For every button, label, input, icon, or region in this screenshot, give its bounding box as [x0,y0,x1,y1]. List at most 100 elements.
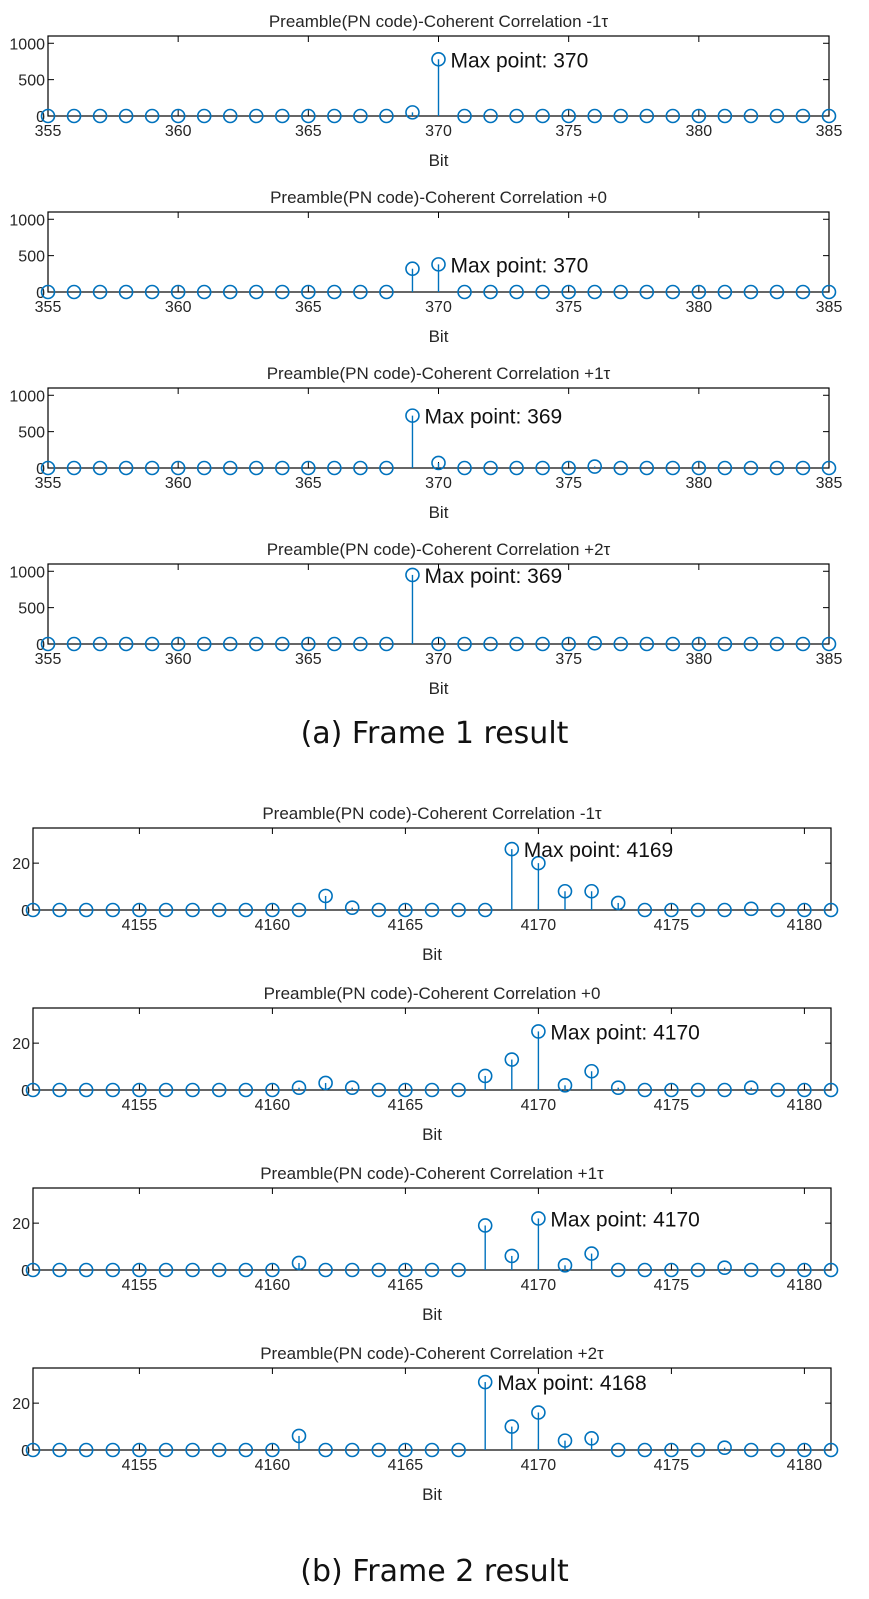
chart-8-stem-marker [238,1442,254,1458]
chart-3-y-tick-label: 1000 [9,388,45,405]
chart-8-x-label: Bit [422,1485,442,1504]
chart-1-x-tick-label: 360 [165,123,192,140]
chart-2-stem-marker [327,284,342,300]
chart-6-x-tick-label: 4160 [255,1097,291,1114]
chart-8-stem-marker [823,1442,839,1458]
chart-5-stem-marker [531,855,546,871]
chart-1-title: Preamble(PN code)-Coherent Correlation -… [269,12,609,31]
chart-8-stem-marker [318,1442,333,1458]
chart-4-x-tick-label: 365 [295,651,322,668]
chart-2-stem-marker [795,284,811,300]
chart-2-x-tick-label: 355 [35,299,62,316]
chart-7-stem-marker [371,1262,387,1278]
chart-7-x-label: Bit [422,1305,442,1324]
chart-2-stem-marker [170,284,186,300]
chart-5-stem-marker [238,902,254,918]
chart-2-stem-marker [66,284,82,300]
chart-6-stem-marker [637,1082,653,1098]
chart-6-stem-marker [664,1082,679,1098]
chart-6-stem-marker [477,1068,493,1084]
chart-8-stem-marker [25,1442,41,1458]
chart-7-stem-marker [690,1262,706,1278]
chart-8-stem-marker [52,1442,67,1458]
chart-6-stem-marker [105,1082,121,1098]
chart-3-stem-marker [353,460,368,476]
chart-7-stem-marker [265,1262,280,1278]
chart-1-stem-marker [92,108,108,124]
chart-4-stem-marker [405,567,420,583]
chart-7-stem-marker [610,1262,626,1278]
chart-4-stem-marker [769,636,785,652]
chart-4-stem-marker [431,636,446,652]
chart-7-stem-marker [504,1248,520,1264]
chart-8-axes-box [32,1367,832,1451]
chart-1-stem-marker [248,108,264,124]
chart-5-stem-marker [318,888,333,904]
chart-3-x-tick-label: 360 [165,475,192,492]
chart-1-stem-marker [353,108,368,124]
chart-1-stem-marker [405,105,420,120]
chart-5-stem-marker [557,883,573,899]
chart-3-stem-marker [248,460,264,476]
chart-4-stem-marker [170,636,186,652]
chart-7-stem-marker [52,1262,67,1278]
chart-5-stem-marker [344,900,360,915]
chart-8-max-point-label: Max point: 4168 [497,1372,646,1395]
chart-6-max-point-label: Max point: 4170 [550,1021,699,1044]
chart-6-stem-marker [371,1082,387,1098]
chart-6-stem-marker [132,1082,147,1098]
chart-2-stem-marker [40,284,56,300]
chart-8-stem-marker [610,1442,626,1458]
chart-7-stem-marker [531,1211,546,1226]
chart-2-stem-marker [821,284,837,300]
chart-8-stem-marker [637,1442,653,1458]
chart-4-stem-marker [144,636,160,652]
chart-4-stem-marker [66,636,82,652]
chart-8-title: Preamble(PN code)-Coherent Correlation +… [260,1344,604,1363]
chart-3-stem-marker [301,460,316,476]
chart-5-stem-marker [371,902,387,918]
chart-1-x-tick-label: 385 [816,123,843,140]
chart-3-stem-marker [457,460,472,476]
chart-3-stem-marker [717,460,733,476]
chart-4-x-label: Bit [429,679,449,698]
chart-8-x-tick-label: 4170 [521,1457,557,1474]
chart-2-stem-marker [301,284,316,300]
chart-4-stem-marker [509,636,524,652]
chart-7-stem-marker [557,1258,573,1273]
chart-3-stem-marker [118,460,134,476]
chart-3-stem-marker [483,460,498,476]
chart-3-stem-marker [196,460,212,476]
chart-6-stem-marker [797,1082,812,1098]
chart-7-x-tick-label: 4175 [654,1277,690,1294]
chart-1-stem-marker [118,108,134,124]
chart-2-stem-marker [587,284,603,300]
chart-1-x-tick-label: 355 [35,123,62,140]
chart-5-stem-marker [797,902,812,918]
chart-4-x-tick-label: 380 [685,651,712,668]
chart-3-stem-marker [691,460,707,476]
chart-7-stem-marker [158,1262,174,1278]
chart-1-stem-marker [561,108,576,124]
chart-2-max-point-label: Max point: 370 [451,254,589,277]
chart-7-stem-marker [398,1262,413,1278]
chart-1-stem-marker [144,108,160,124]
chart-1-stem-marker [483,108,498,124]
chart-2-stem-marker [639,284,655,300]
chart-4-x-tick-label: 355 [35,651,62,668]
chart-2-x-tick-label: 385 [816,299,843,316]
chart-2-y-tick-label: 0 [36,285,45,302]
chart-5-x-label: Bit [422,945,442,964]
chart-2-stem-marker [509,284,524,300]
chart-1-y-tick-label: 0 [36,109,45,126]
chart-6-stem-marker [690,1082,706,1098]
chart-7-title: Preamble(PN code)-Coherent Correlation +… [260,1164,604,1183]
chart-5-stem-marker [504,841,520,857]
chart-6-stem-marker [717,1082,732,1098]
chart-3-stem-marker [431,455,446,471]
chart-4-x-tick-label: 385 [816,651,843,668]
chart-6-stem-marker [344,1080,360,1095]
chart-5-stem-marker [211,902,227,918]
chart-6-x-tick-label: 4165 [388,1097,424,1114]
chart-5-stem-marker [291,902,307,918]
